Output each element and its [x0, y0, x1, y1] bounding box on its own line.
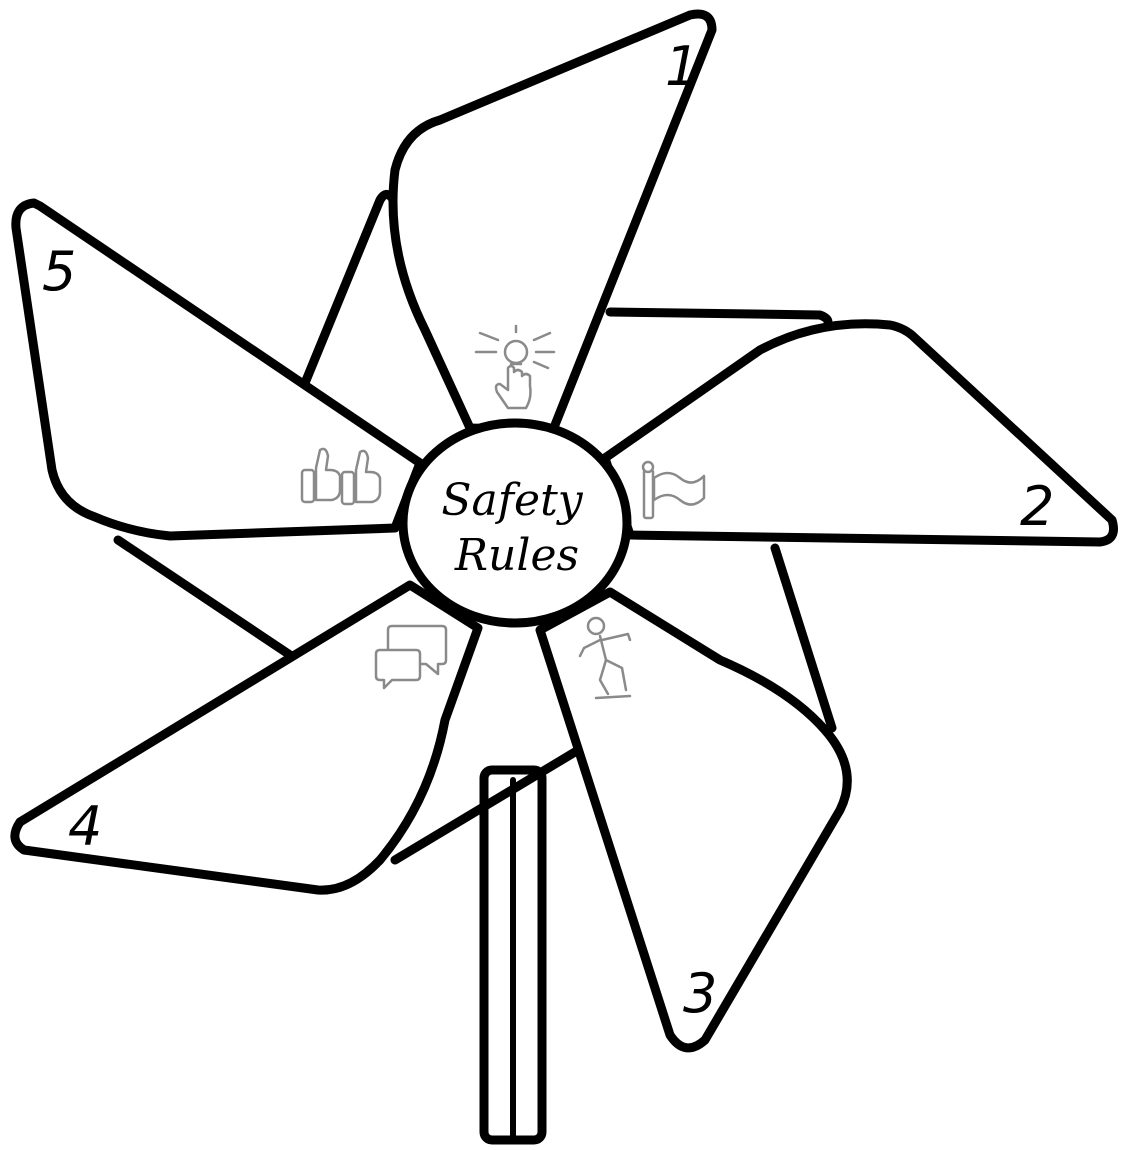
center-title-line1: Safety	[441, 475, 583, 526]
center-hub: Safety Rules	[403, 423, 627, 623]
blade-5-number: 5	[42, 240, 76, 303]
blade-5	[16, 194, 420, 655]
center-title-line2: Rules	[454, 530, 579, 581]
blade-2-number: 2	[1020, 475, 1054, 538]
pinwheel-stick	[484, 770, 542, 1140]
blade-1-number: 1	[665, 35, 699, 98]
blade-4-number: 4	[68, 795, 102, 858]
blade-3-number: 3	[683, 962, 717, 1025]
